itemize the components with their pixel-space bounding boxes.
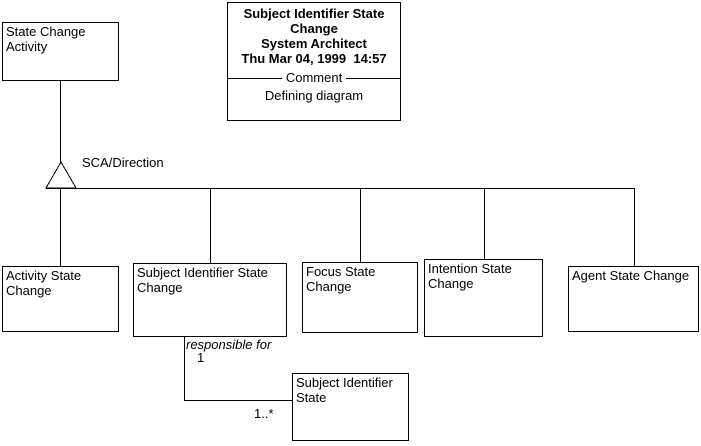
entity-label: Intention State Change: [428, 261, 512, 291]
comment-label: Comment: [285, 70, 343, 85]
diagram-info-box[interactable]: Subject Identifier State Change System A…: [227, 2, 401, 121]
subtype-triangle-symbol[interactable]: [45, 160, 77, 189]
entity-label: Focus State Change: [306, 264, 376, 294]
entity-label: Agent State Change: [572, 268, 690, 283]
entity-label: Subject Identifier State: [296, 375, 393, 405]
diagram-timestamp: Thu Mar 04, 1999 14:57: [241, 51, 387, 66]
cardinality-label-one[interactable]: 1: [197, 350, 205, 365]
entity-agent-state-change[interactable]: Agent State Change: [568, 266, 699, 332]
cardinality-label-one-to-many[interactable]: 1..*: [254, 406, 274, 421]
comment-divider: Comment: [228, 70, 401, 85]
divider-line-left: [228, 77, 282, 79]
divider-line-right: [346, 77, 401, 79]
entity-activity-state-change[interactable]: Activity State Change: [2, 266, 119, 332]
entity-subject-identifier-state[interactable]: Subject Identifier State: [292, 373, 409, 441]
entity-intention-state-change[interactable]: Intention State Change: [424, 259, 543, 337]
entity-state-change-activity[interactable]: State Change Activity: [2, 22, 119, 81]
association-label-responsible-for[interactable]: responsible for: [186, 337, 272, 352]
entity-label: Subject Identifier State Change: [137, 265, 268, 295]
entity-subject-identifier-state-change[interactable]: Subject Identifier State Change: [133, 263, 287, 337]
entity-label: Activity State Change: [6, 268, 82, 298]
entity-label: State Change Activity: [6, 24, 86, 54]
entity-focus-state-change[interactable]: Focus State Change: [302, 262, 418, 333]
diagram-title: Subject Identifier State Change: [243, 6, 385, 36]
association-line-responsible-for[interactable]: [184, 337, 293, 401]
relation-label-sca-direction[interactable]: SCA/Direction: [82, 155, 164, 170]
comment-text: Defining diagram: [264, 88, 364, 103]
tool-name: System Architect: [261, 36, 367, 51]
